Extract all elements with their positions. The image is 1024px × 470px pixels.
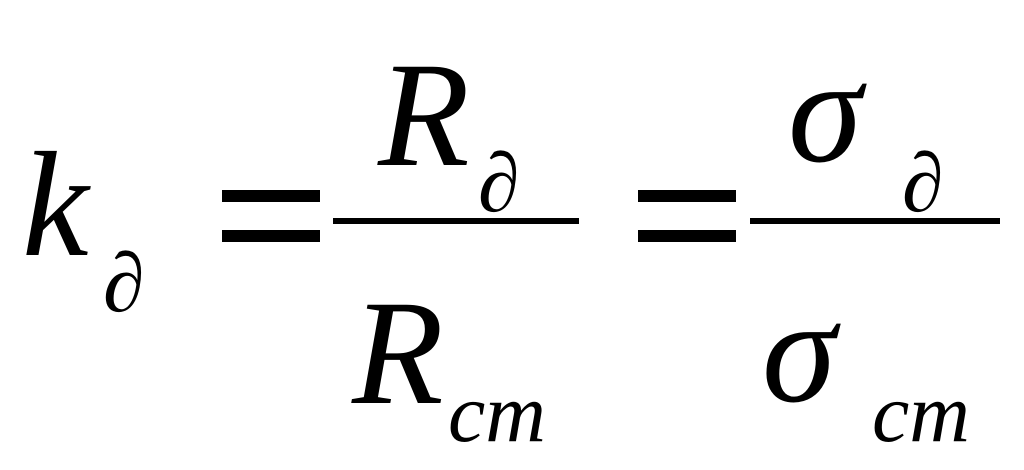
lhs-subscript: ∂ [103, 237, 145, 330]
frac1-denominator-subscript: cm [448, 367, 546, 460]
frac1-numerator-base: R [378, 32, 470, 198]
equals-sign-2 [638, 190, 736, 242]
fraction-bar-2 [750, 218, 1000, 224]
frac2-numerator-subscript: ∂ [902, 137, 944, 230]
frac1-numerator-subscript: ∂ [478, 137, 520, 230]
frac2-denominator-subscript: cm [872, 367, 970, 460]
fraction-bar-1 [333, 218, 579, 224]
equals-sign-1 [222, 190, 320, 242]
lhs-base: k [22, 122, 89, 288]
frac1-denominator-base: R [352, 270, 444, 436]
frac2-numerator-base: σ [788, 28, 862, 194]
frac2-denominator-base: σ [762, 268, 836, 434]
